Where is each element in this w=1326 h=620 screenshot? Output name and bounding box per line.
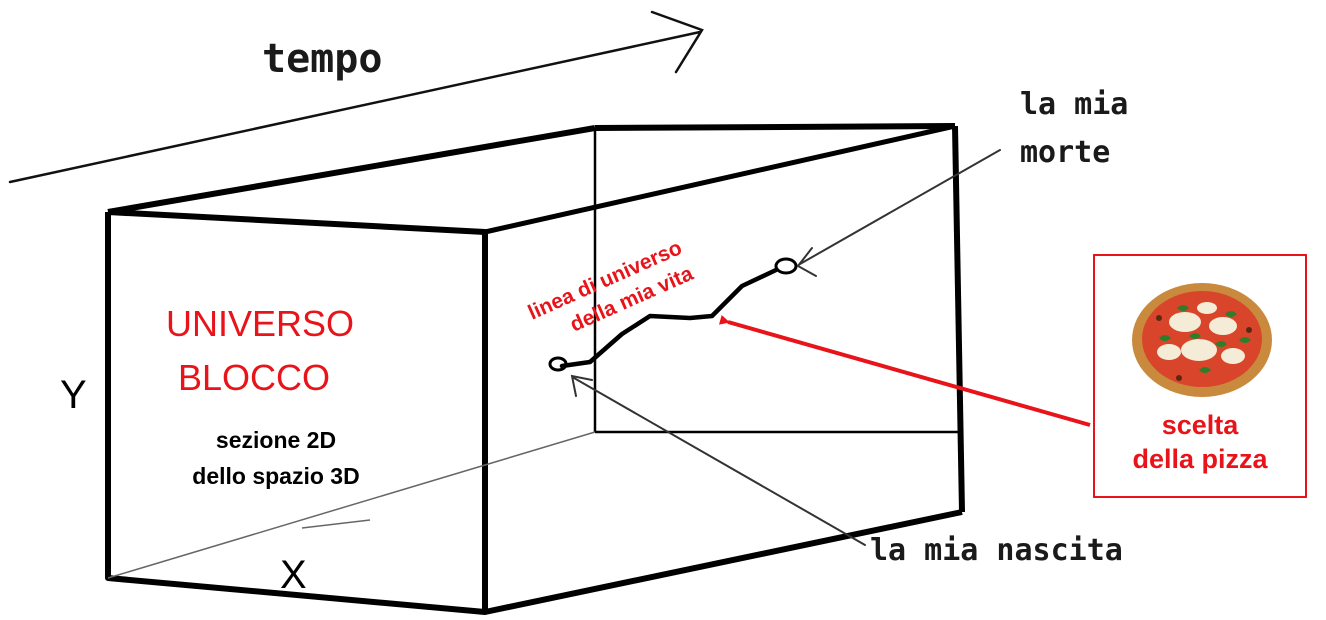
section-caption-line2: dello spazio 3D — [192, 463, 359, 489]
pizza-icon — [1129, 278, 1275, 398]
block-universe-title-line1: UNIVERSO — [166, 303, 354, 344]
birth-pointer-arrow — [572, 376, 865, 545]
time-label: tempo — [262, 36, 382, 82]
birth-label: la mia nascita — [870, 533, 1123, 568]
pizza-choice-box: scelta della pizza — [1093, 254, 1307, 498]
y-axis-label: Y — [60, 373, 87, 417]
death-label-line2: morte — [1020, 135, 1110, 170]
death-label-line1: la mia — [1020, 87, 1128, 122]
pizza-choice-line2: della pizza — [1095, 442, 1305, 476]
pizza-choice-line1: scelta — [1095, 408, 1305, 442]
section-caption-line1: sezione 2D — [216, 427, 336, 453]
block-universe-title-line2: BLOCCO — [178, 357, 330, 398]
pizza-choice-label: scelta della pizza — [1095, 408, 1305, 476]
pizza-choice-arrow — [728, 322, 1090, 425]
x-axis-label: X — [280, 553, 307, 597]
death-pointer-arrow — [798, 150, 1000, 276]
block-front-face — [108, 212, 485, 612]
